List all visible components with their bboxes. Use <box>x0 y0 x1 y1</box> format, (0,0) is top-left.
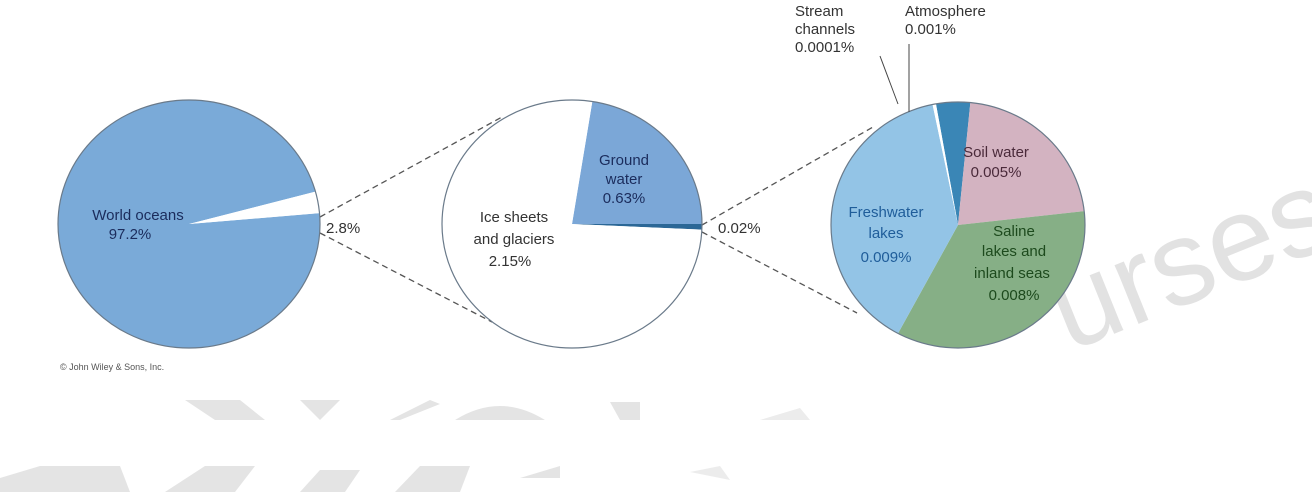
pie-world-water <box>57 99 321 349</box>
slice-label-ice-1: Ice sheets <box>480 209 548 226</box>
pie-outline <box>57 99 321 349</box>
slice-label-world-oceans: World oceans <box>92 207 183 224</box>
pie-outline <box>830 101 1086 349</box>
slice-value-world-oceans: 97.2% <box>109 226 152 243</box>
watermark-shape <box>610 402 640 420</box>
pie-slice-world-oceans <box>58 99 321 349</box>
leader-line-stream <box>879 55 899 105</box>
pie-slice-remainder <box>572 224 702 230</box>
pie-slice-stream-channels <box>932 103 958 225</box>
slice-label-saline-1: Saline <box>993 223 1035 240</box>
slice-value-stream: 0.0001% <box>795 39 854 56</box>
slice-label-freshwater-2: lakes <box>868 225 903 242</box>
pie-slice-soil-water <box>958 102 1085 225</box>
pie-surface-water <box>830 101 1086 349</box>
slice-value-atmosphere: 0.001% <box>905 21 956 38</box>
watermark-shape <box>395 466 470 492</box>
watermark-shape <box>300 470 360 492</box>
slice-value-saline: 0.008% <box>989 287 1040 304</box>
slice-value-surface-atmos: 0.02% <box>718 220 761 237</box>
pie-slice-atmosphere <box>935 102 971 225</box>
slice-label-atmosphere: Atmosphere <box>905 3 986 20</box>
slice-value-ground-water: 0.63% <box>603 190 646 207</box>
slice-value-soil: 0.005% <box>971 164 1022 181</box>
pie-fresh-water <box>441 99 703 349</box>
slice-label-stream-1: Stream <box>795 3 843 20</box>
pie-slice-freshwater-lakes <box>831 104 958 334</box>
watermark-shape <box>520 466 560 478</box>
slice-label-stream-2: channels <box>795 21 855 38</box>
watermark-shape <box>690 466 730 480</box>
slice-label-ground-water-1: Ground <box>599 152 649 169</box>
connector-line <box>701 231 858 314</box>
watermark-shape <box>185 400 265 420</box>
watermark-shape <box>0 466 130 492</box>
connector-line <box>319 116 503 218</box>
watermark-shape <box>455 406 545 420</box>
watermark-shape <box>300 400 340 420</box>
pie-slice-ground-water <box>572 101 702 224</box>
slice-label-saline-2: lakes and <box>982 243 1046 260</box>
pie-slice-ice-sheets-and-glaciers <box>441 99 702 348</box>
slice-value-ice: 2.15% <box>489 253 532 270</box>
slice-label-ice-2: and glaciers <box>474 231 555 248</box>
pie-outline <box>441 99 703 349</box>
connector-lines <box>319 116 874 323</box>
watermark-shape <box>165 466 255 492</box>
connector-line <box>319 232 493 323</box>
slice-label-soil: Soil water <box>963 144 1029 161</box>
slice-value-remainder: 2.8% <box>326 220 360 237</box>
slice-label-ground-water-2: water <box>605 171 643 188</box>
slice-label-saline-3: inland seas <box>974 265 1050 282</box>
connector-line <box>701 126 874 226</box>
watermark-shape <box>760 408 810 420</box>
pie-slice-saline-lakes-and-inland-seas <box>898 211 1085 349</box>
slice-value-freshwater: 0.009% <box>861 249 912 266</box>
watermark-shape <box>390 400 440 420</box>
pie-slice-remainder <box>189 191 320 224</box>
copyright-text: © John Wiley & Sons, Inc. <box>60 362 164 372</box>
slice-label-freshwater-1: Freshwater <box>848 204 923 221</box>
